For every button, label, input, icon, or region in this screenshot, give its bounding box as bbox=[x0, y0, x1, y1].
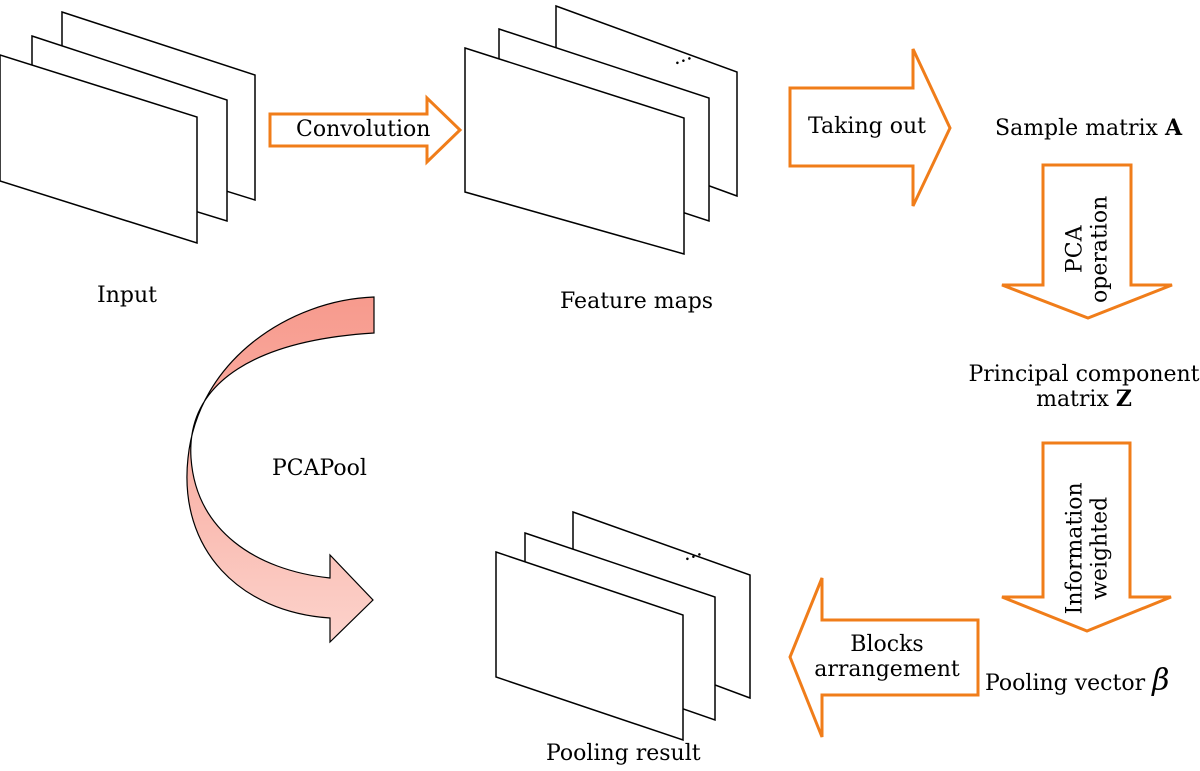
principal-component-symbol: Z bbox=[1115, 386, 1132, 413]
pooling-vector-label: Pooling vector β bbox=[985, 663, 1170, 699]
blocks-arrangement-line1: Blocks bbox=[850, 632, 924, 657]
pcapool-curved-arrow bbox=[186, 296, 375, 644]
pca-operation-line1: PCA bbox=[1062, 225, 1088, 274]
information-weighted-arrow-label: Information weighted bbox=[1063, 473, 1114, 623]
sample-matrix-text: Sample matrix bbox=[995, 116, 1158, 141]
pca-operation-arrow-label: PCA operation bbox=[1063, 189, 1114, 309]
pooling-vector-symbol: β bbox=[1152, 663, 1170, 698]
convolution-arrow bbox=[268, 94, 463, 166]
pooling-result-stack bbox=[495, 510, 751, 742]
information-weighted-line2: weighted bbox=[1088, 496, 1113, 600]
blocks-arrangement-line2: arrangement bbox=[814, 657, 960, 683]
principal-component-line1: Principal component bbox=[968, 362, 1200, 387]
pca-operation-arrow bbox=[1001, 163, 1173, 320]
principal-component-matrix-text: matrix bbox=[1036, 387, 1109, 413]
pooling-result-label: Pooling result bbox=[546, 741, 701, 766]
sample-matrix-label: Sample matrix A bbox=[995, 115, 1183, 141]
taking-out-arrow bbox=[788, 48, 952, 207]
sample-matrix-symbol: A bbox=[1164, 115, 1183, 141]
pooling-vector-text: Pooling vector bbox=[985, 671, 1146, 696]
input-label: Input bbox=[97, 283, 157, 308]
input-stack bbox=[0, 10, 256, 245]
information-weighted-arrow bbox=[1001, 441, 1172, 633]
principal-component-label: Principal component matrix Z bbox=[968, 362, 1200, 413]
convolution-arrow-label: Convolution bbox=[296, 117, 431, 142]
pcapool-label: PCAPool bbox=[272, 456, 367, 481]
blocks-arrangement-arrow-label: Blocks arrangement bbox=[812, 632, 962, 683]
blocks-arrangement-arrow bbox=[788, 577, 980, 738]
pca-operation-line2: operation bbox=[1088, 195, 1113, 303]
taking-out-arrow-label: Taking out bbox=[808, 114, 926, 139]
feature-maps-label: Feature maps bbox=[560, 289, 714, 314]
principal-component-line2: matrix Z bbox=[968, 386, 1200, 413]
feature-maps-stack bbox=[464, 4, 738, 255]
information-weighted-line1: Information bbox=[1062, 482, 1088, 615]
